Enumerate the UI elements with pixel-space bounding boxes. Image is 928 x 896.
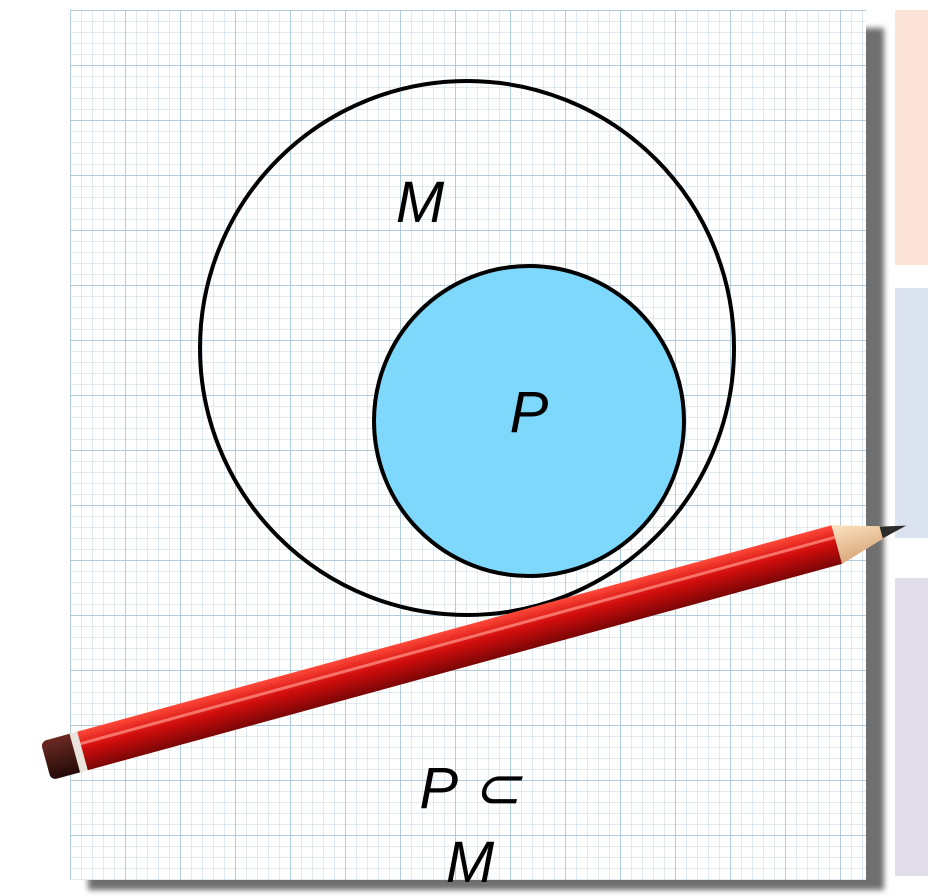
inner-set-label: P — [510, 380, 549, 445]
subset-relation-line-1: P ⊂ — [390, 752, 550, 826]
subset-relation-line-2: M — [390, 826, 550, 896]
outer-set-label: M — [396, 170, 445, 235]
subset-relation: P ⊂ M — [390, 752, 550, 896]
